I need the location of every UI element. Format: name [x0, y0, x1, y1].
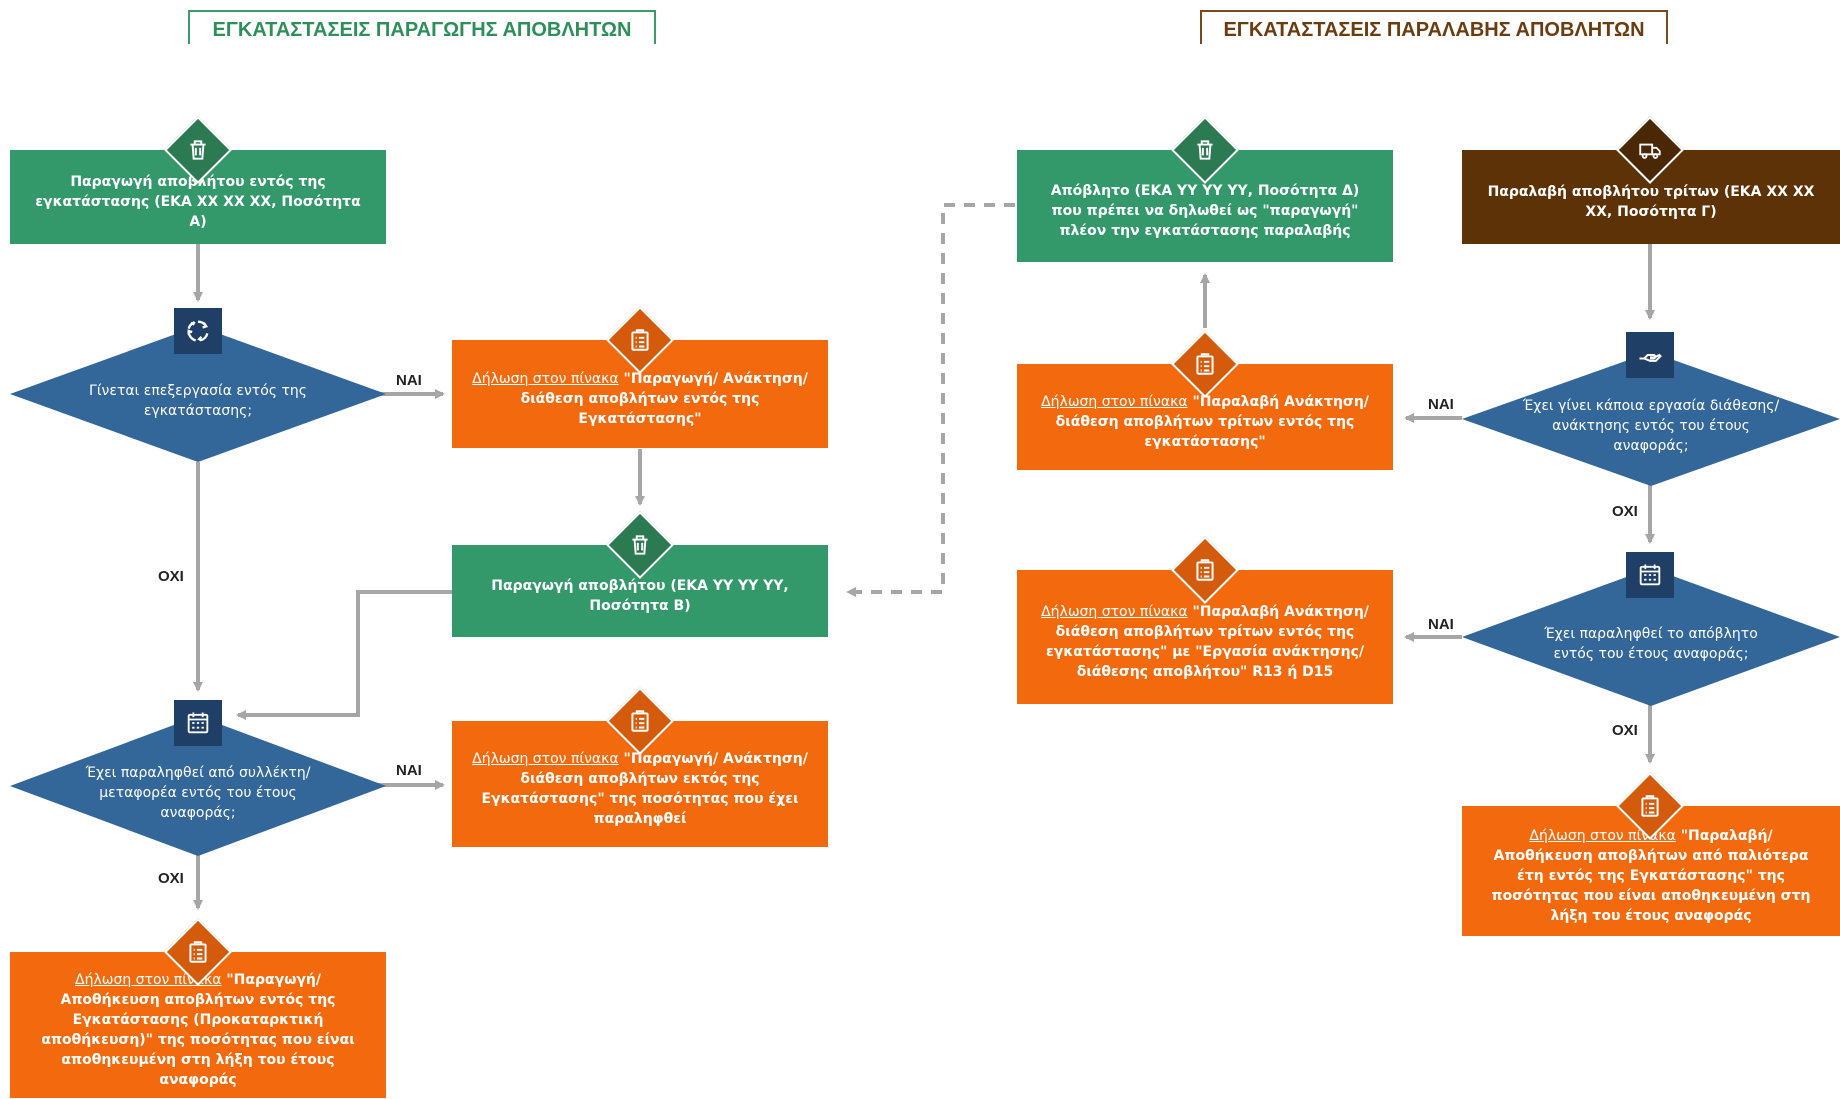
node-declaration-storage-text: Δήλωση στον πίνακα "Παραγωγή/ Αποθήκευση… [28, 970, 368, 1090]
node-declaration-processing-text: Δήλωση στον πίνακα "Παραγωγή/ Ανάκτηση/δ… [470, 369, 810, 429]
node-declaration-third-text: Δήλωση στον πίνακα "Παραλαβή Ανάκτηση/δι… [1035, 392, 1375, 452]
decision-operation: Έχει γίνει κάποια εργασία διάθεσης/ανάκτ… [1462, 352, 1840, 486]
edge-label-yes: ΝΑΙ [396, 372, 422, 389]
declaration-link[interactable]: Δήλωση στον πίνακα [472, 371, 619, 387]
declaration-third-r13-table: "Παραλαβή Ανάκτηση/διάθεση αποβλήτων τρί… [1046, 604, 1369, 680]
trash-icon [616, 521, 664, 569]
production-header: ΕΓΚΑΤΑΣΤΑΣΕΙΣ ΠΑΡΑΓΩΓΗΣ ΑΠΟΒΛΗΤΩΝ [188, 10, 656, 44]
decision-received-text: Έχει παραληφθεί το απόβλητο εντός του έτ… [1544, 626, 1758, 662]
clipboard-icon [1181, 340, 1229, 388]
clipboard-icon [1626, 782, 1674, 830]
edge-label-no: ΟΧΙ [158, 568, 184, 585]
receiving-header-text: ΕΓΚΑΤΑΣΤΑΣΕΙΣ ΠΑΡΑΛΑΒΗΣ ΑΠΟΒΛΗΤΩΝ [1223, 19, 1645, 41]
node-declaration-storage: Δήλωση στον πίνακα "Παραγωγή/ Αποθήκευση… [10, 952, 386, 1098]
declaration-old-storage-table: "Παραλαβή/ Αποθήκευση αποβλήτων από παλι… [1491, 828, 1811, 924]
clipboard-icon [616, 316, 664, 364]
node-declaration-third-r13-text: Δήλωση στον πίνακα "Παραλαβή Ανάκτηση/δι… [1035, 602, 1375, 682]
decision-received: Έχει παραληφθεί το απόβλητο εντός του έτ… [1462, 568, 1840, 706]
declaration-storage-table: "Παραγωγή/ Αποθήκευση αποβλήτων εντός τη… [41, 972, 355, 1088]
decision-processing: Γίνεται επεξεργασία εντός της εγκατάστασ… [10, 326, 386, 462]
receiving-header: ΕΓΚΑΤΑΣΤΑΣΕΙΣ ΠΑΡΑΛΑΒΗΣ ΑΠΟΒΛΗΤΩΝ [1200, 10, 1668, 44]
decision-operation-text: Έχει γίνει κάποια εργασία διάθεσης/ανάκτ… [1522, 398, 1780, 454]
recycle-icon [174, 308, 222, 354]
calendar-icon [1626, 552, 1674, 598]
edge-label-no: ΟΧΙ [158, 870, 184, 887]
declaration-link[interactable]: Δήλωση στον πίνακα [1041, 394, 1188, 410]
calendar-icon [174, 700, 222, 746]
edge-label-no: ΟΧΙ [1612, 722, 1638, 739]
clipboard-icon [616, 697, 664, 745]
trash-icon [1181, 126, 1229, 174]
node-waste-d-text: Απόβλητο (ΕΚΑ ΥΥ ΥΥ ΥΥ, Ποσότητα Δ) που … [1050, 183, 1360, 239]
clipboard-icon [174, 928, 222, 976]
decision-collector-text: Έχει παραληφθεί από συλλέκτη/ μεταφορέα … [85, 765, 311, 821]
declaration-link[interactable]: Δήλωση στον πίνακα [1529, 828, 1676, 844]
trash-icon [174, 126, 222, 174]
declaration-link[interactable]: Δήλωση στον πίνακα [75, 972, 222, 988]
edge-label-yes: ΝΑΙ [396, 762, 422, 779]
decision-processing-text: Γίνεται επεξεργασία εντός της εγκατάστασ… [89, 383, 307, 419]
node-declaration-external: Δήλωση στον πίνακα "Παραγωγή/ Ανάκτηση/δ… [452, 721, 828, 847]
decision-collector: Έχει παραληφθεί από συλλέκτη/ μεταφορέα … [10, 716, 386, 856]
clipboard-icon [1181, 546, 1229, 594]
node-declaration-processing: Δήλωση στον πίνακα "Παραγωγή/ Ανάκτηση/δ… [452, 340, 828, 448]
node-declaration-external-text: Δήλωση στον πίνακα "Παραγωγή/ Ανάκτηση/δ… [470, 749, 810, 829]
declaration-link[interactable]: Δήλωση στον πίνακα [472, 751, 619, 767]
declaration-external-table: "Παραγωγή/ Ανάκτηση/διάθεση αποβλήτων εκ… [481, 751, 808, 827]
edge-label-no: ΟΧΙ [1612, 503, 1638, 520]
node-declaration-old-storage-text: Δήλωση στον πίνακα "Παραλαβή/ Αποθήκευση… [1480, 826, 1822, 926]
edge-waste-d-to-prod-b [846, 203, 1015, 597]
node-receive-g-text: Παραλαβή αποβλήτου τρίτων (ΕΚΑ ΧΧ ΧΧ ΧΧ,… [1487, 184, 1815, 220]
declaration-processing-table: "Παραγωγή/ Ανάκτηση/διάθεση αποβλήτων εν… [520, 371, 808, 427]
edge-label-yes: ΝΑΙ [1428, 396, 1454, 413]
node-production-b-text: Παραγωγή αποβλήτου (ΕΚΑ ΥΥ ΥΥ ΥΥ, Ποσότη… [491, 578, 789, 614]
edge-prod-b-to-q-collector [236, 590, 453, 720]
hand-icon [1626, 332, 1674, 378]
production-header-text: ΕΓΚΑΤΑΣΤΑΣΕΙΣ ΠΑΡΑΓΩΓΗΣ ΑΠΟΒΛΗΤΩΝ [212, 19, 632, 41]
truck-icon [1626, 126, 1674, 174]
declaration-third-table: "Παραλαβή Ανάκτηση/διάθεση αποβλήτων τρί… [1055, 394, 1369, 450]
edge-label-yes: ΝΑΙ [1428, 616, 1454, 633]
declaration-link[interactable]: Δήλωση στον πίνακα [1041, 604, 1188, 620]
